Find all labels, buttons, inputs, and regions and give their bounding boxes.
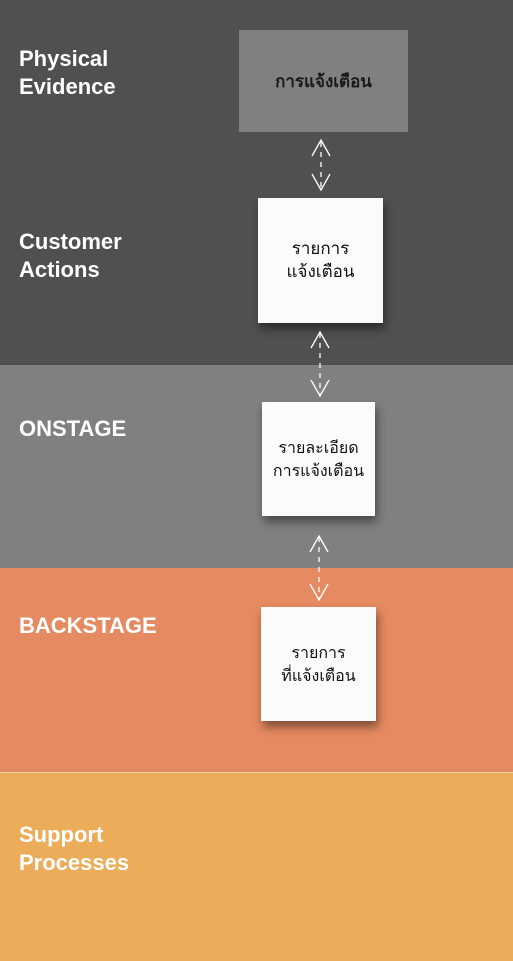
- lane-title-physical-evidence: Physical Evidence: [19, 46, 116, 99]
- lane-title-backstage: BACKSTAGE: [19, 613, 157, 638]
- lane-support-processes: Support Processes: [0, 772, 513, 961]
- lane-title-onstage: ONSTAGE: [19, 416, 127, 441]
- lane-backstage: BACKSTAGE: [0, 568, 513, 772]
- lane-customer-actions: Customer Actions: [0, 182, 513, 365]
- node-customer-action: รายการ แจ้งเตือน: [258, 198, 383, 323]
- node-evidence: การแจ้งเตือน: [239, 30, 408, 132]
- lane-title-support-processes: Support Processes: [19, 822, 130, 875]
- node-backstage: รายการ ที่แจ้งเตือน: [261, 607, 376, 721]
- node-onstage: รายละเอียด การแจ้งเตือน: [262, 402, 375, 516]
- lane-title-customer-actions: Customer Actions: [19, 229, 122, 282]
- lane-onstage: ONSTAGE: [0, 365, 513, 568]
